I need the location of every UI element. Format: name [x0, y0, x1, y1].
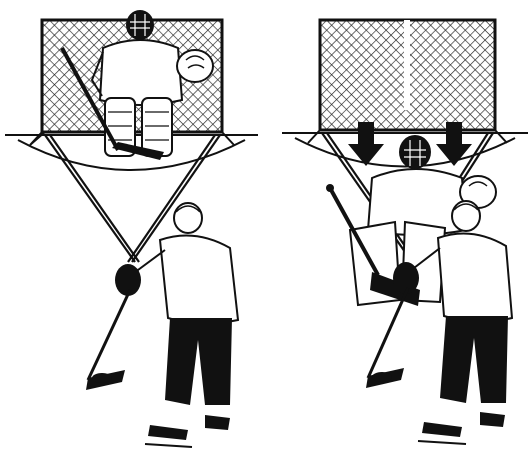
right-panel: [282, 20, 528, 444]
right-net: [308, 20, 507, 143]
left-shooter: [86, 203, 238, 447]
left-panel: [5, 10, 258, 447]
